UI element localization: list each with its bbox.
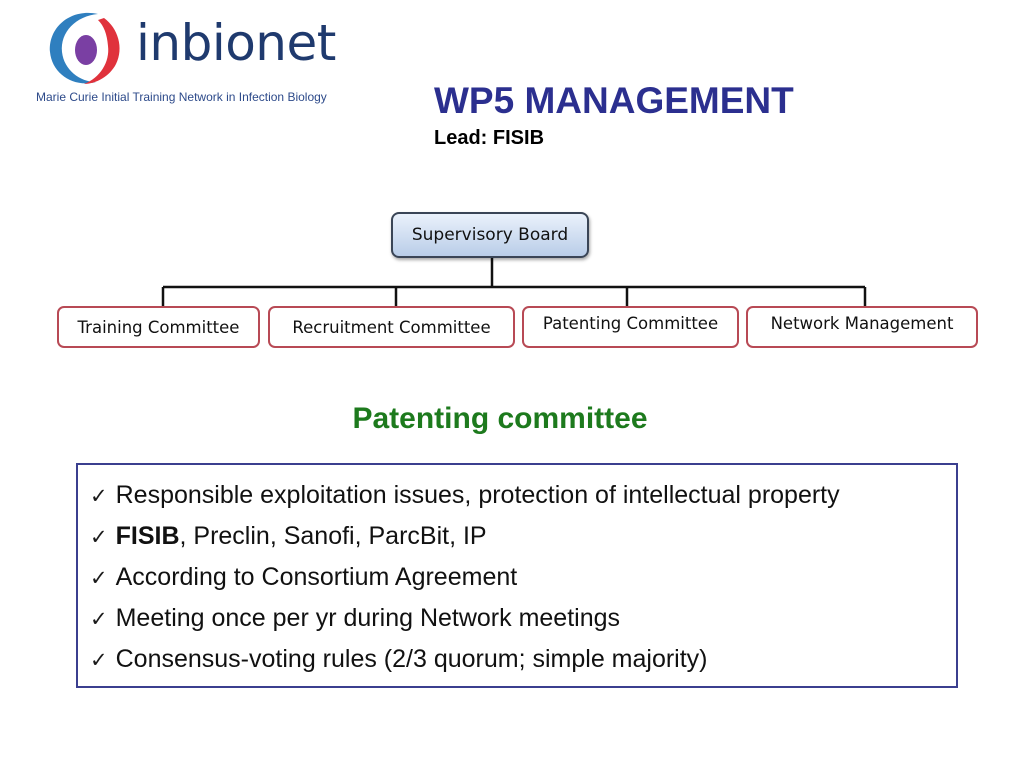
checkmark-icon: ✓ [90, 649, 108, 672]
checkmark-icon: ✓ [90, 567, 108, 590]
bullet-text: According to Consortium Agreement [115, 563, 518, 591]
page-title: WP5 MANAGEMENT [434, 80, 794, 121]
checkmark-icon: ✓ [90, 608, 108, 631]
training-committee-node: Training Committee [57, 306, 260, 348]
bullet-item: ✓ Responsible exploitation issues, protec… [90, 477, 956, 518]
bullet-item: ✓ Consensus-voting rules (2/3 quorum; sim… [90, 641, 956, 682]
bullet-item: ✓ According to Consortium Agreement [90, 559, 956, 600]
bullet-text: Responsible exploitation issues, protect… [115, 481, 840, 509]
network-management-node: Network Management [746, 306, 978, 348]
bullet-item: ✓ FISIB, Preclin, Sanofi, ParcBit, IP [90, 518, 956, 559]
logo-wordmark: inbionet [136, 14, 336, 72]
checkmark-icon: ✓ [90, 485, 108, 508]
logo-tagline: Marie Curie Initial Training Network in … [36, 90, 327, 104]
inbionet-logo: inbionet Marie Curie Initial Training Ne… [36, 4, 376, 104]
logo-emblem-icon [49, 12, 120, 84]
bullet-text: Consensus-voting rules (2/3 quorum; simp… [115, 645, 708, 673]
supervisory-board-node: Supervisory Board [391, 212, 589, 258]
bullet-box: ✓ Responsible exploitation issues, protec… [76, 463, 958, 688]
bullet-item: ✓ Meeting once per yr during Network meet… [90, 600, 956, 641]
patenting-committee-node: Patenting Committee [522, 306, 739, 348]
bullet-bold-text: FISIB [115, 522, 180, 550]
lead-label: Lead: FISIB [434, 127, 545, 149]
bullet-text: Meeting once per yr during Network meeti… [115, 604, 621, 632]
bullet-text: , Preclin, Sanofi, ParcBit, IP [179, 522, 487, 550]
recruitment-committee-node: Recruitment Committee [268, 306, 515, 348]
section-title: Patenting committee [352, 402, 648, 435]
bullet-list: ✓ Responsible exploitation issues, protec… [78, 465, 956, 682]
checkmark-icon: ✓ [90, 526, 108, 549]
